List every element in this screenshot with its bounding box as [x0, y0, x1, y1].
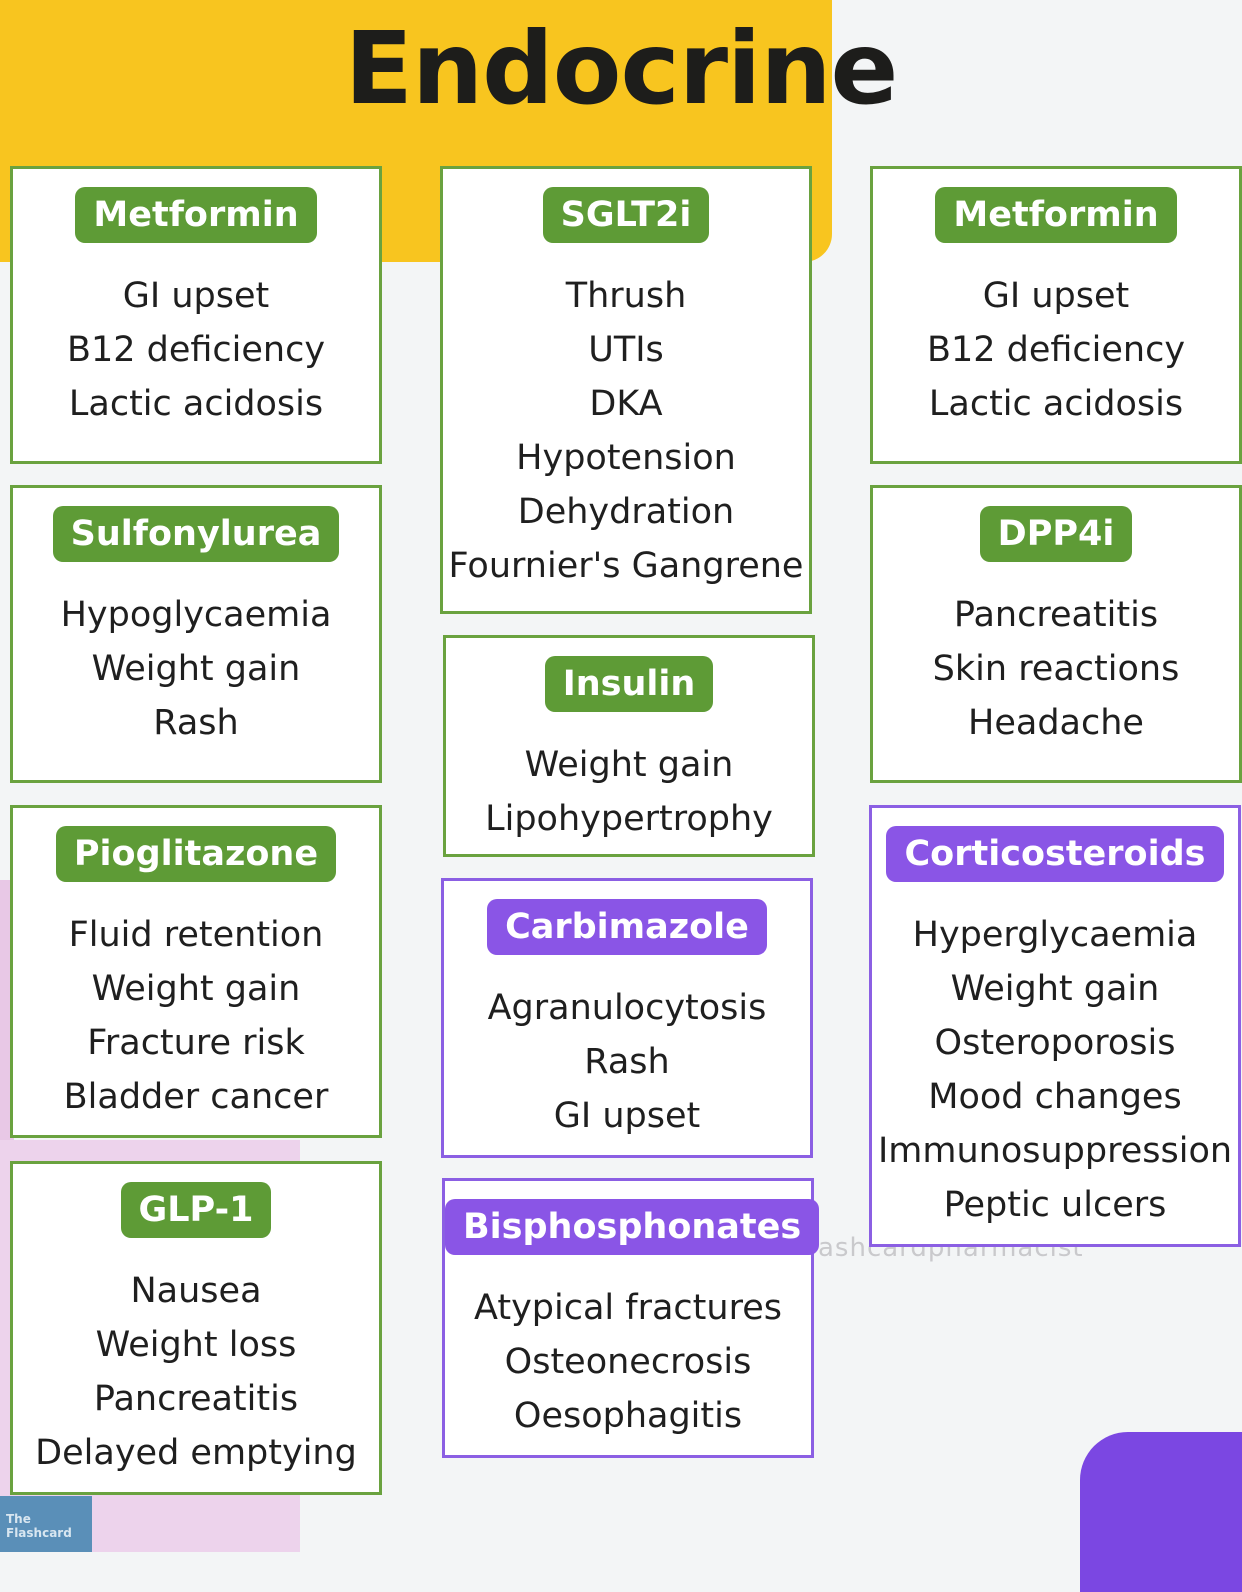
side-effect-list: Pancreatitis Skin reactions Headache — [873, 588, 1239, 750]
card-label: Insulin — [544, 656, 714, 712]
list-item: Fluid retention — [68, 915, 324, 955]
list-item: Peptic ulcers — [943, 1185, 1167, 1225]
list-item: Lactic acidosis — [68, 384, 324, 424]
side-effect-list: Weight gain Lipohypertrophy — [446, 738, 812, 846]
card-label: Bisphosphonates — [445, 1199, 820, 1255]
list-item: GI upset — [553, 1096, 701, 1136]
card-label: Metformin — [935, 187, 1177, 243]
list-item: Nausea — [130, 1271, 262, 1311]
side-effect-list: GI upset B12 deficiency Lactic acidosis — [873, 269, 1239, 431]
list-item: Rash — [153, 703, 239, 743]
card-sglt2i: SGLT2i Thrush UTIs DKA Hypotension Dehyd… — [440, 166, 812, 614]
list-item: Weight gain — [91, 969, 301, 1009]
side-effect-list: Agranulocytosis Rash GI upset — [444, 981, 810, 1143]
list-item: B12 deficiency — [926, 330, 1186, 370]
list-item: Weight gain — [91, 649, 301, 689]
list-item: Oesophagitis — [513, 1396, 743, 1436]
page-title: Endocrine — [344, 10, 899, 127]
list-item: Pancreatitis — [93, 1379, 299, 1419]
list-item: Skin reactions — [932, 649, 1180, 689]
list-item: Mood changes — [928, 1077, 1182, 1117]
list-item: Dehydration — [517, 492, 735, 532]
side-effect-list: GI upset B12 deficiency Lactic acidosis — [13, 269, 379, 431]
card-label: Metformin — [75, 187, 317, 243]
card-pioglitazone: Pioglitazone Fluid retention Weight gain… — [10, 805, 382, 1138]
list-item: Osteroporosis — [934, 1023, 1176, 1063]
list-item: UTIs — [588, 330, 664, 370]
card-label: Sulfonylurea — [52, 506, 340, 562]
card-corticosteroids: Corticosteroids Hyperglycaemia Weight ga… — [869, 805, 1241, 1247]
list-item: Rash — [584, 1042, 670, 1082]
list-item: Weight gain — [950, 969, 1160, 1009]
side-effect-list: Atypical fractures Osteonecrosis Oesopha… — [445, 1281, 811, 1443]
list-item: Weight gain — [524, 745, 734, 785]
card-bisphosphonates: Bisphosphonates Atypical fractures Osteo… — [442, 1178, 820, 1458]
list-item: Bladder cancer — [63, 1077, 329, 1117]
card-metformin-right: Metformin GI upset B12 deficiency Lactic… — [870, 166, 1242, 464]
list-item: Hypoglycaemia — [60, 595, 332, 635]
purple-corner-decoration — [1080, 1432, 1242, 1592]
list-item: Atypical fractures — [474, 1288, 782, 1328]
list-item: Delayed emptying — [35, 1433, 357, 1473]
list-item: Fournier's Gangrene — [448, 546, 804, 586]
card-label: Carbimazole — [487, 899, 767, 955]
card-label: SGLT2i — [542, 187, 710, 243]
list-item: Lactic acidosis — [928, 384, 1184, 424]
side-effect-list: Thrush UTIs DKA Hypotension Dehydration … — [443, 269, 809, 593]
list-item: DKA — [589, 384, 663, 424]
list-item: Pancreatitis — [953, 595, 1159, 635]
card-insulin: Insulin Weight gain Lipohypertrophy — [443, 635, 815, 857]
card-label: Pioglitazone — [55, 826, 337, 882]
list-item: Agranulocytosis — [487, 988, 767, 1028]
list-item: GI upset — [982, 276, 1130, 316]
brand-logo: The Flashcard — [0, 1496, 92, 1552]
list-item: Osteonecrosis — [504, 1342, 752, 1382]
card-sulfonylurea: Sulfonylurea Hypoglycaemia Weight gain R… — [10, 485, 382, 783]
card-label: DPP4i — [979, 506, 1133, 562]
card-label: GLP-1 — [120, 1182, 272, 1238]
card-glp1: GLP-1 Nausea Weight loss Pancreatitis De… — [10, 1161, 382, 1495]
list-item: Thrush — [565, 276, 687, 316]
list-item: Lipohypertrophy — [485, 799, 773, 839]
list-item: Weight loss — [95, 1325, 297, 1365]
card-metformin-left: Metformin GI upset B12 deficiency Lactic… — [10, 166, 382, 464]
card-label: Corticosteroids — [886, 826, 1224, 882]
list-item: B12 deficiency — [66, 330, 326, 370]
list-item: Hypotension — [516, 438, 736, 478]
list-item: Headache — [968, 703, 1144, 743]
side-effect-list: Hyperglycaemia Weight gain Osteroporosis… — [872, 908, 1238, 1232]
side-effect-list: Fluid retention Weight gain Fracture ris… — [13, 908, 379, 1124]
side-effect-list: Nausea Weight loss Pancreatitis Delayed … — [13, 1264, 379, 1480]
list-item: GI upset — [122, 276, 270, 316]
list-item: Hyperglycaemia — [912, 915, 1198, 955]
list-item: Fracture risk — [87, 1023, 305, 1063]
card-carbimazole: Carbimazole Agranulocytosis Rash GI upse… — [441, 878, 813, 1158]
side-effect-list: Hypoglycaemia Weight gain Rash — [13, 588, 379, 750]
card-dpp4i: DPP4i Pancreatitis Skin reactions Headac… — [870, 485, 1242, 783]
list-item: Immunosuppression — [877, 1131, 1233, 1171]
